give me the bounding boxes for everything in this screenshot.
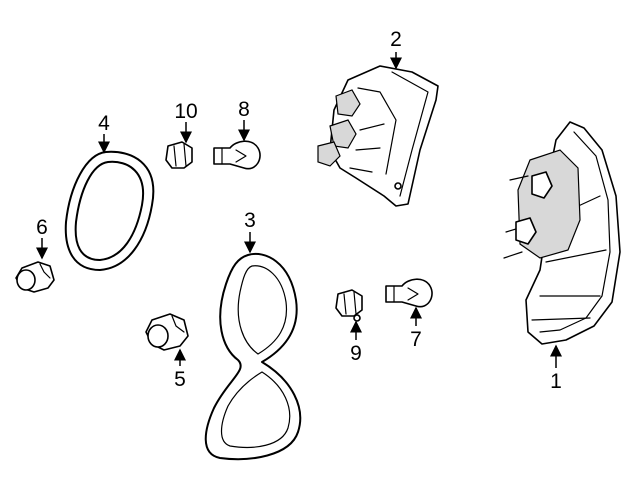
callout-3: 3 xyxy=(244,209,256,232)
callout-4: 4 xyxy=(98,112,110,135)
callout-1: 1 xyxy=(550,370,562,393)
callout-8: 8 xyxy=(238,98,250,121)
bulb-carrier-part xyxy=(317,65,439,207)
gasket-figure-eight-part xyxy=(204,253,302,461)
callout-arrows xyxy=(36,52,562,368)
bulb-part-7 xyxy=(385,278,433,308)
callout-10: 10 xyxy=(174,100,197,123)
callout-6: 6 xyxy=(36,216,48,239)
gasket-oval-part xyxy=(64,150,155,271)
callout-7: 7 xyxy=(410,328,422,351)
socket-part-5 xyxy=(145,313,189,351)
callout-2: 2 xyxy=(390,28,402,51)
socket-part-9 xyxy=(335,289,363,322)
tail-lamp-assembly-part xyxy=(503,121,621,345)
bulb-part-8 xyxy=(213,140,261,170)
callout-9: 9 xyxy=(350,342,362,365)
socket-part-6 xyxy=(15,261,55,293)
callout-labels: 1 2 3 4 5 6 7 8 9 10 xyxy=(36,28,562,393)
socket-part-10 xyxy=(165,141,193,169)
callout-5: 5 xyxy=(174,368,186,391)
